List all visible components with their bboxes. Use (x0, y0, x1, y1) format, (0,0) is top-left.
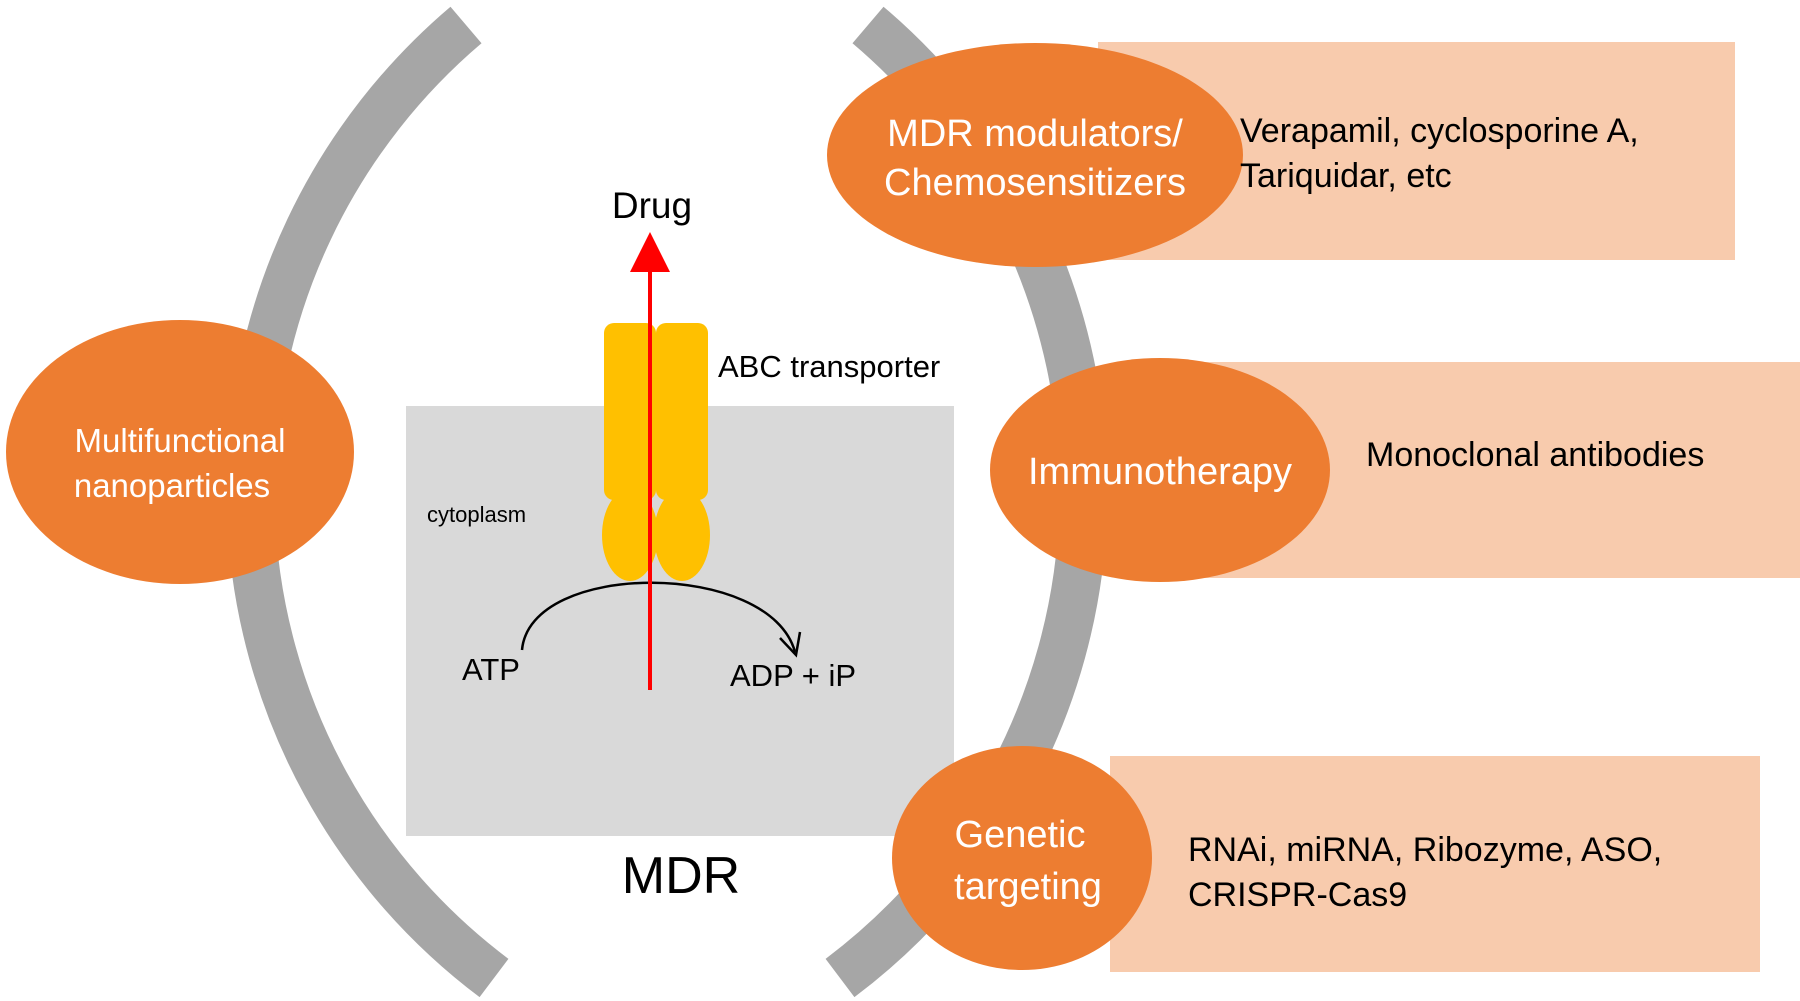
multifunctional-nanoparticles-line2: nanoparticles (74, 467, 270, 504)
modulators-detail-line1: Verapamil, cyclosporine A, (1240, 112, 1639, 150)
adp-label: ADP + iP (730, 658, 856, 693)
multifunctional-nanoparticles-ellipse (6, 320, 354, 584)
modulators-ellipse (827, 43, 1243, 267)
genetic-targeting-title-line1: Genetic (955, 814, 1086, 856)
atp-label: ATP (462, 652, 520, 687)
modulators-detail-line2: Tariquidar, etc (1240, 157, 1452, 195)
atp-hydrolysis-arrow (520, 581, 797, 653)
multifunctional-nanoparticles-line1: Multifunctional (75, 422, 286, 459)
drug-label: Drug (612, 185, 692, 226)
abc-transporter-label: ABC transporter (718, 349, 940, 384)
mdr-label: MDR (622, 847, 740, 905)
genetic-targeting-ellipse (892, 746, 1152, 970)
genetic-targeting-detail-line2: CRISPR-Cas9 (1188, 876, 1407, 914)
modulators-title-line1: MDR modulators/ (887, 113, 1183, 155)
atp-hydrolysis-arrowhead (779, 631, 802, 658)
abc-transporter (602, 323, 710, 581)
cytoplasm-label: cytoplasm (427, 502, 526, 527)
modulators-title-line2: Chemosensitizers (884, 162, 1186, 204)
immunotherapy-ellipse (990, 358, 1330, 582)
immunotherapy-detail: Monoclonal antibodies (1366, 436, 1704, 474)
genetic-targeting-detail-line1: RNAi, miRNA, Ribozyme, ASO, (1188, 831, 1662, 869)
genetic-targeting-title-line2: targeting (954, 866, 1102, 908)
genetic-targeting-detail-box (1110, 756, 1760, 972)
immunotherapy-title: Immunotherapy (1028, 451, 1292, 493)
